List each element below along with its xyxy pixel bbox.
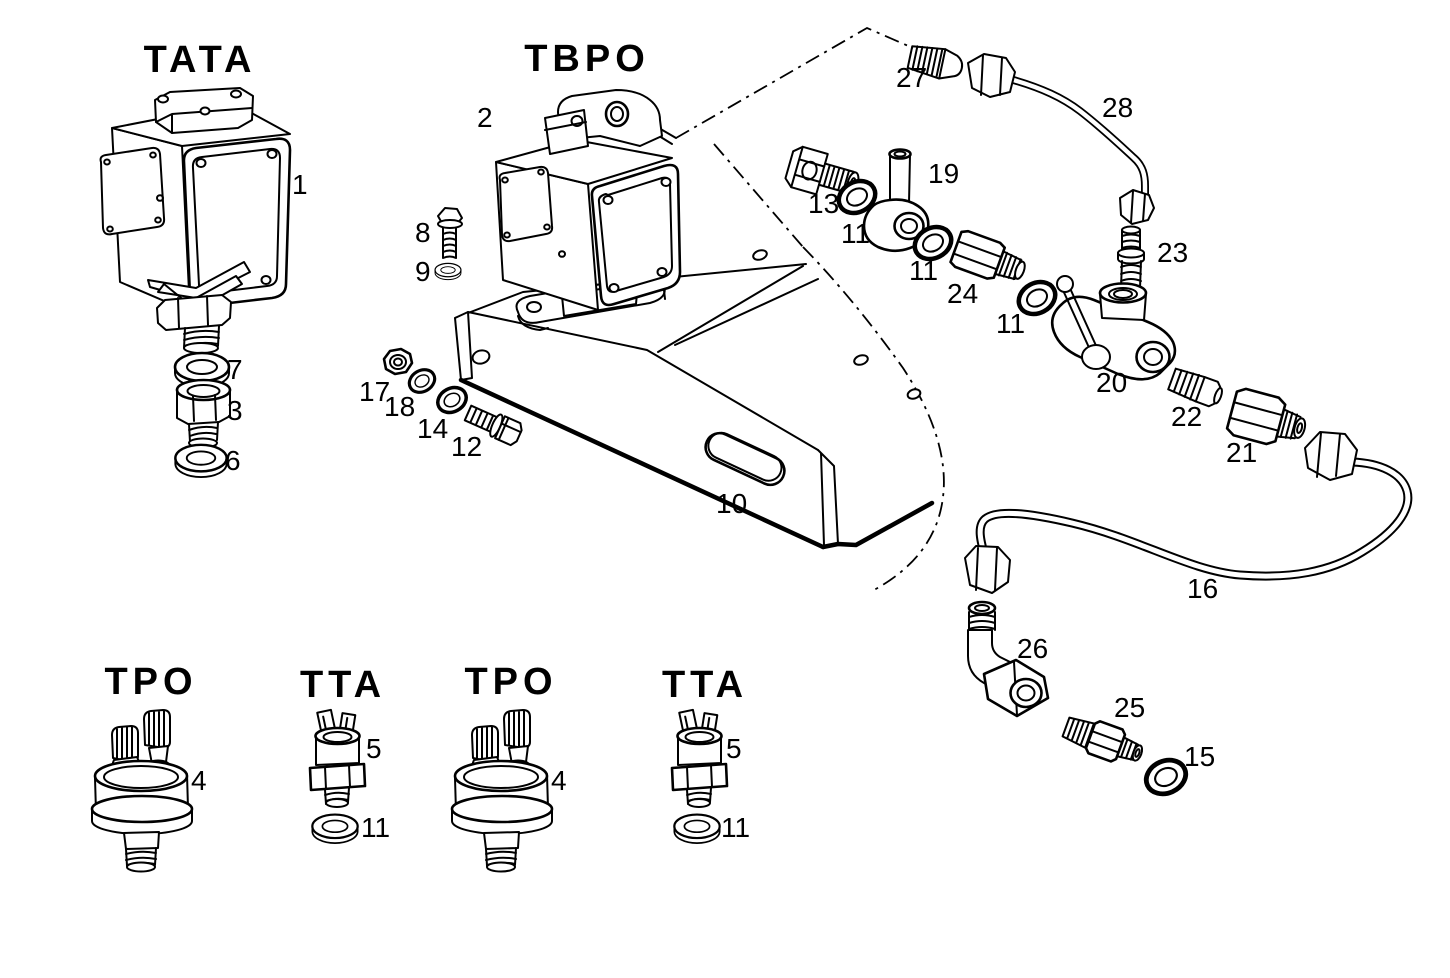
part-5-temp-sensor-right xyxy=(670,708,729,809)
part-22-plug-fitting xyxy=(1167,367,1223,408)
callout-27: 27 xyxy=(896,62,927,93)
callout-1: 1 xyxy=(292,169,308,200)
part-6-washer xyxy=(174,443,228,479)
part-10-mounting-bracket xyxy=(454,249,935,550)
callout-11-tee: 11 xyxy=(996,308,1025,339)
part-17-nut xyxy=(382,347,414,376)
callout-14: 14 xyxy=(417,413,448,444)
callout-22: 22 xyxy=(1171,401,1202,432)
callout-16: 16 xyxy=(1187,573,1218,604)
group-label-tata: TATA xyxy=(144,39,257,81)
group-label-tpo-left: TPO xyxy=(104,661,197,703)
part-2-tbpo-sender-unit xyxy=(495,89,682,331)
part-19-banjo-union xyxy=(862,148,930,253)
callout-2: 2 xyxy=(477,102,493,133)
part-25-adapter-fitting xyxy=(1061,716,1144,763)
part-4-pressure-sensor-right xyxy=(450,708,554,873)
part-16-pipe xyxy=(964,431,1413,594)
callout-28: 28 xyxy=(1102,92,1133,123)
callout-23: 23 xyxy=(1157,237,1188,268)
group-label-tpo-right: TPO xyxy=(464,661,557,703)
callout-6: 6 xyxy=(225,445,241,476)
part-27-plug-fitting xyxy=(906,45,964,80)
part-12-bolt xyxy=(463,404,523,447)
part-3-adapter-fitting xyxy=(175,378,232,449)
part-21-union-fitting xyxy=(1225,387,1307,446)
callout-13: 13 xyxy=(808,188,839,219)
part-11-washer-tta-right xyxy=(673,813,721,845)
callout-8: 8 xyxy=(415,217,431,248)
part-26-elbow-fitting xyxy=(967,600,1050,718)
callout-11-banjo-front: 11 xyxy=(841,218,870,249)
callout-11-tta-left: 11 xyxy=(361,812,390,843)
callout-26: 26 xyxy=(1017,633,1048,664)
group-label-tta-left: TTA xyxy=(300,664,386,706)
callout-9: 9 xyxy=(415,256,431,287)
part-8-bolt xyxy=(437,207,463,259)
callout-7: 7 xyxy=(227,354,243,385)
callout-3: 3 xyxy=(227,395,243,426)
callout-11-banjo-rear: 11 xyxy=(909,255,938,286)
callout-12: 12 xyxy=(451,431,482,462)
callout-25: 25 xyxy=(1114,692,1145,723)
callout-4-left: 4 xyxy=(191,765,207,796)
part-23-connector-fitting xyxy=(1117,225,1145,293)
callout-20: 20 xyxy=(1096,367,1127,398)
callout-4-right: 4 xyxy=(551,765,567,796)
callout-19: 19 xyxy=(928,158,959,189)
part-4-pressure-sensor-left xyxy=(90,708,194,873)
part-28-pipe xyxy=(967,53,1155,225)
part-24-reducer-fitting xyxy=(949,229,1026,281)
callout-17: 17 xyxy=(359,376,390,407)
callout-18: 18 xyxy=(384,391,415,422)
callout-11-tta-right: 11 xyxy=(721,812,750,843)
part-11-washer-tta-left xyxy=(311,813,359,845)
callout-10: 10 xyxy=(716,488,747,519)
group-label-tbpo: TBPO xyxy=(524,38,650,80)
callout-24: 24 xyxy=(947,278,978,309)
callout-21: 21 xyxy=(1226,437,1257,468)
part-9-washer xyxy=(434,262,462,281)
part-5-temp-sensor-left xyxy=(308,708,367,809)
part-1-tata-sender-unit xyxy=(99,87,292,354)
part-20-tee-union xyxy=(1050,275,1177,381)
group-label-tta-right: TTA xyxy=(662,664,748,706)
reference-lines xyxy=(627,26,945,591)
callout-5-left: 5 xyxy=(366,733,382,764)
callout-5-right: 5 xyxy=(726,733,742,764)
callout-15: 15 xyxy=(1184,741,1215,772)
